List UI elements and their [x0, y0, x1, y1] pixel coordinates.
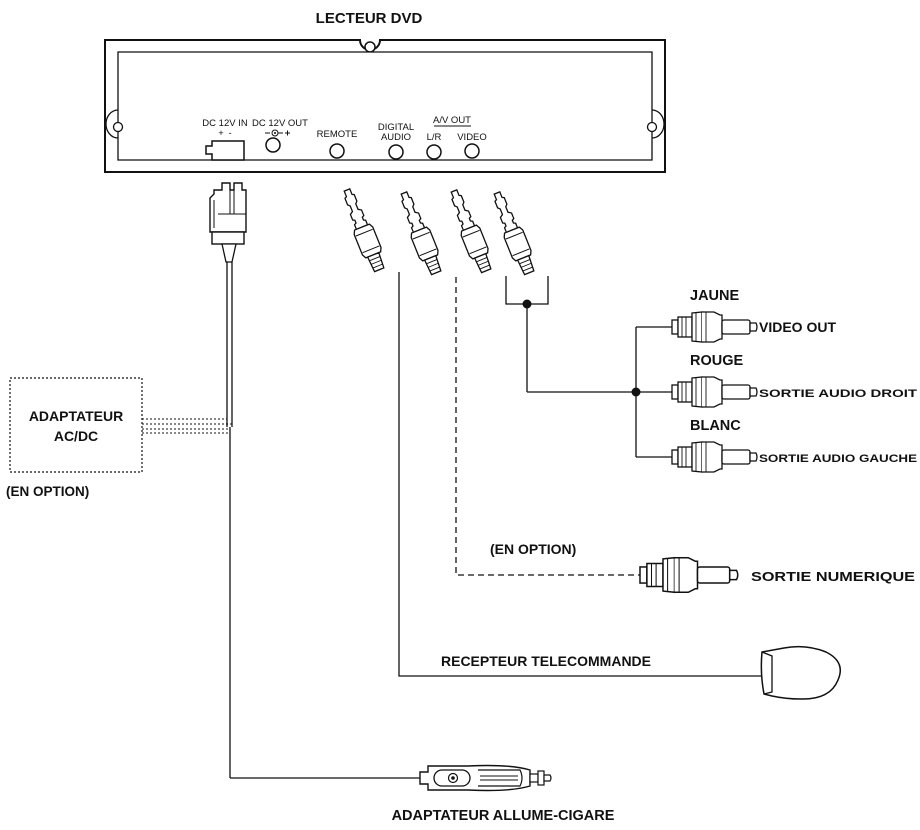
mini-jack-video: [487, 188, 540, 278]
ac-dc-adapter: ADAPTATEUR AC/DC: [9, 377, 232, 473]
video-label: VIDEO: [457, 132, 487, 143]
en-option-left: (EN OPTION): [6, 484, 89, 499]
label-blanc: BLANC: [690, 418, 741, 434]
av-out-label: A/V OUT: [433, 115, 471, 126]
dc-in-label: DC 12V IN: [202, 118, 248, 129]
dc-in-socket: [205, 140, 245, 161]
label-sortie-droit: SORTIE AUDIO DROIT: [759, 388, 917, 400]
label-rouge: ROUGE: [690, 353, 744, 369]
dc-power-plug: [209, 182, 247, 263]
mini-jack-remote: [337, 185, 390, 275]
junction-dot-top: [522, 299, 532, 309]
dc-out-socket: [265, 137, 281, 153]
dc-in-polarity: + -: [218, 128, 231, 138]
cigarette-lighter-plug: [419, 764, 552, 792]
label-allume-cigare: ADAPTATEUR ALLUME-CIGARE: [392, 808, 615, 824]
adapter-label-line1: ADAPTATEUR: [29, 408, 123, 424]
label-jaune: JAUNE: [690, 288, 739, 304]
remote-receiver-eye: [760, 645, 841, 700]
label-recepteur: RECEPTEUR TELECOMMANDE: [441, 653, 651, 669]
remote-cable: [398, 272, 762, 677]
rca-plug-right: [671, 376, 758, 408]
junction-dot-mid: [631, 387, 641, 397]
dvd-player-unit: DC 12V IN + - DC 12V OUT REMOTE DIGITAL …: [104, 39, 666, 173]
dc-power-cable: [226, 262, 420, 779]
adapter-label-line2: AC/DC: [54, 428, 98, 444]
en-option-mid: (EN OPTION): [490, 541, 576, 557]
mini-jack-digital: [394, 188, 447, 278]
digital-label: DIGITAL: [378, 122, 414, 133]
dc-out-polarity-icon: [265, 129, 290, 137]
remote-label: REMOTE: [317, 129, 358, 140]
rca-plug-video: [671, 311, 758, 343]
mini-jack-lr: [444, 186, 497, 276]
video-socket: [464, 143, 480, 159]
rca-plug-left: [671, 441, 758, 473]
audio-label: AUDIO: [381, 132, 411, 143]
rca-plug-digital: [639, 557, 739, 593]
lr-socket: [426, 144, 442, 160]
remote-socket: [329, 143, 345, 159]
dc-out-label: DC 12V OUT: [252, 118, 308, 129]
digital-cable: [455, 277, 640, 576]
label-video-out: VIDEO OUT: [759, 319, 836, 335]
diagram-title: LECTEUR DVD: [316, 10, 423, 27]
label-sortie-numerique: SORTIE NUMERIQUE: [751, 570, 915, 584]
lr-label: L/R: [427, 132, 442, 143]
digital-audio-socket: [388, 144, 404, 160]
label-sortie-gauche: SORTIE AUDIO GAUCHE: [759, 453, 917, 465]
